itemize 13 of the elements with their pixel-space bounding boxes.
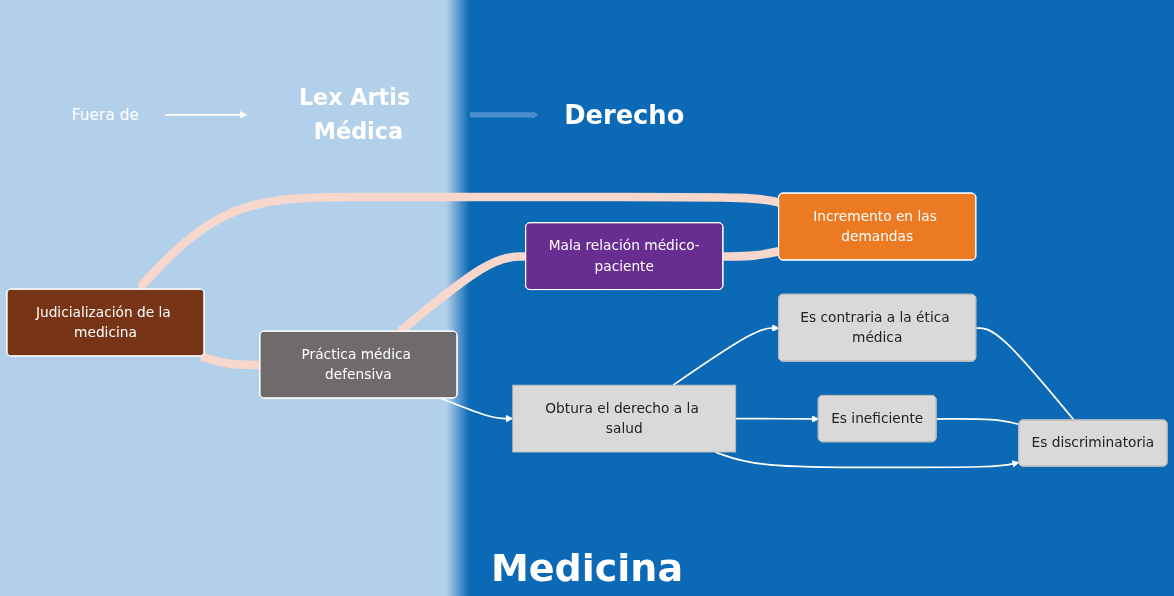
node-text: Lex Artis Médica — [298, 84, 411, 144]
arrow — [672, 324, 780, 386]
arrow — [734, 415, 820, 423]
connector — [935, 418, 1020, 426]
connector — [199, 352, 261, 370]
node-box: Obtura el derecho a la salud — [512, 384, 737, 453]
node-text: Derecho — [564, 99, 685, 130]
connector — [723, 247, 780, 261]
arrow — [164, 111, 248, 119]
arrow — [469, 111, 539, 119]
node-text: Fuera de — [71, 105, 140, 124]
arrow — [440, 397, 514, 423]
region-label: Medicina — [490, 546, 684, 590]
